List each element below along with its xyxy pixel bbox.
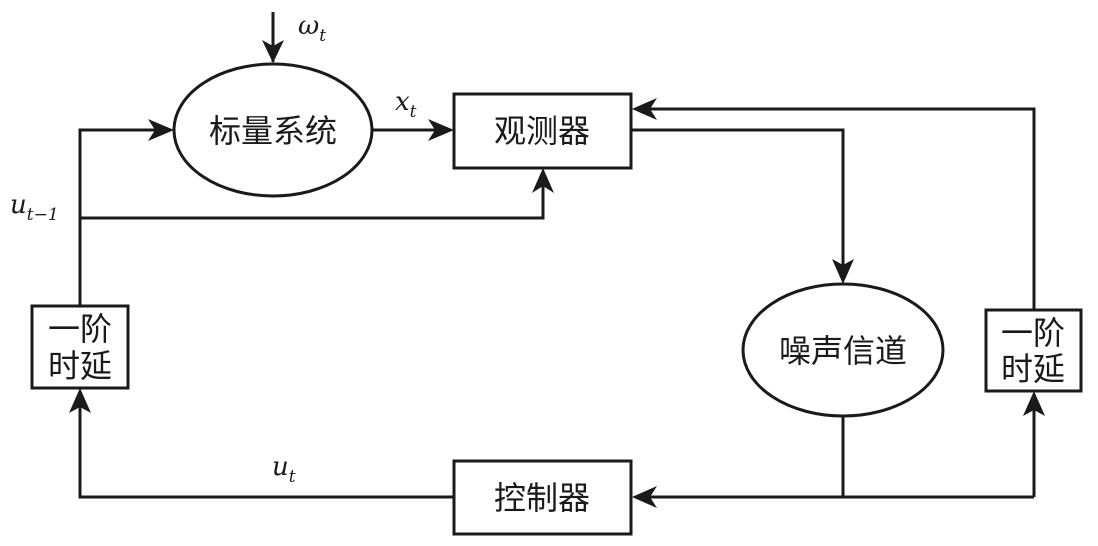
system-input-arrowhead: [148, 119, 174, 141]
right-delay-line2: 时延: [1001, 350, 1065, 388]
u-label: ut: [272, 452, 296, 487]
controller-label: 控制器: [494, 479, 590, 517]
delay-to-observer-edge: [645, 107, 1036, 310]
observer-label: 观测器: [494, 112, 590, 150]
observer-bottom-arrowhead: [532, 168, 554, 193]
u-prev-to-system-edge: [78, 128, 160, 306]
left-delay-node: [30, 304, 130, 390]
observer-to-channel-edge: [631, 128, 845, 272]
observer-node: [452, 92, 633, 170]
u-edge: [78, 402, 454, 499]
noisy-channel-label: 噪声信道: [779, 332, 907, 370]
observer-right-arrowhead: [632, 98, 657, 120]
right-delay-line1: 一阶: [1001, 314, 1065, 352]
left-delay-input-arrowhead: [69, 388, 91, 413]
scalar-system-label: 标量系统: [209, 112, 337, 150]
u-prev-label: ut−1: [10, 190, 59, 225]
x-label: xt: [395, 87, 417, 122]
left-delay-line1: 一阶: [48, 310, 112, 348]
left-delay-line2: 时延: [48, 347, 112, 385]
controller-node: [452, 459, 633, 536]
channel-input-arrowhead: [832, 259, 854, 284]
observer-left-arrowhead: [428, 119, 454, 141]
right-delay-input-arrowhead: [1023, 391, 1045, 416]
u-prev-to-observer-edge: [80, 180, 545, 220]
omega-arrowhead: [262, 40, 284, 63]
right-delay-node: [984, 308, 1083, 393]
omega-label: ωt: [298, 11, 326, 46]
controller-input-arrowhead: [632, 486, 657, 508]
